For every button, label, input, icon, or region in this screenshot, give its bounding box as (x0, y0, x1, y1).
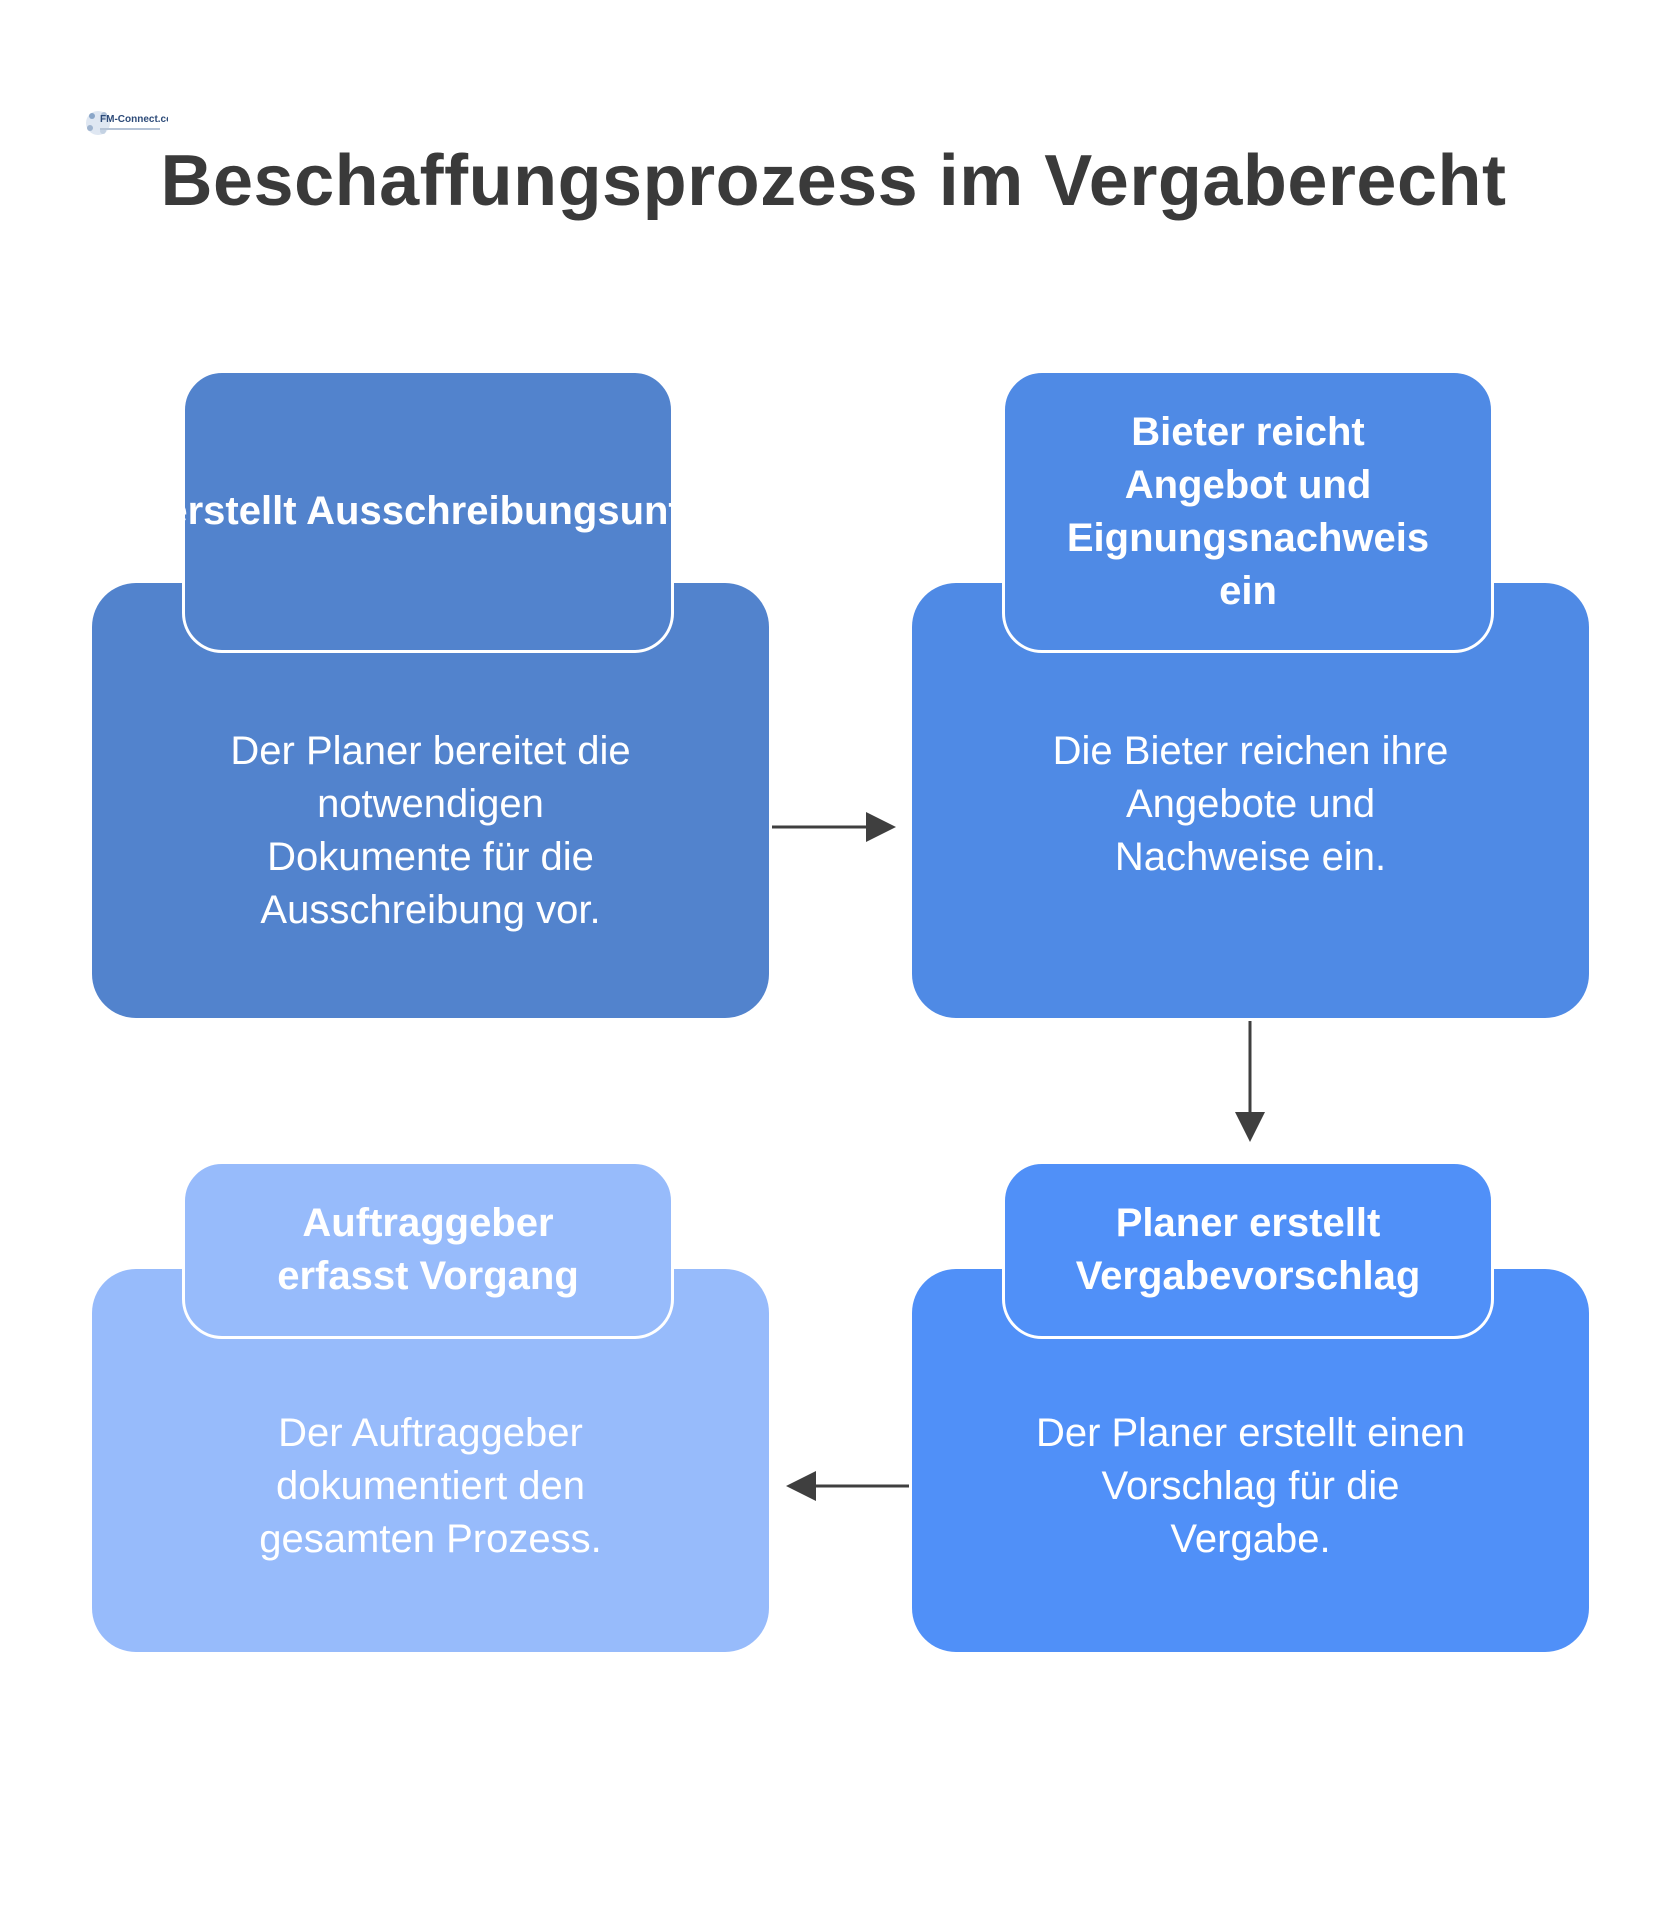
step-2-heading: Bieter reicht Angebot und Eignungsnachwe… (1066, 409, 1430, 613)
step-3-description: Der Planer erstellt einen Vorschlag für … (1035, 1411, 1466, 1561)
step-2-description: Die Bieter reichen ihre Angebote und Nac… (1052, 729, 1449, 879)
step-4-heading-tab: Auftraggeber erfasst Vorgang (182, 1161, 674, 1339)
step-2-heading-tab: Bieter reicht Angebot und Eignungsnachwe… (1002, 370, 1494, 653)
page-title: Beschaffungsprozess im Vergaberecht (160, 141, 1507, 221)
fm-connect-logo: FM-Connect.com (84, 104, 168, 142)
step-card-1: Der Planer bereitet die notwendigen Doku… (92, 583, 769, 1018)
logo-text: FM-Connect.com (100, 114, 168, 125)
step-3-heading-tab: Planer erstellt Vergabevorschlag (1002, 1161, 1494, 1339)
step-4-description: Der Auftraggeber dokumentiert den gesamt… (259, 1411, 602, 1561)
step-3-heading: Planer erstellt Vergabevorschlag (1075, 1201, 1421, 1298)
step-1-description: Der Planer bereitet die notwendigen Doku… (230, 729, 631, 932)
logo-graphic: FM-Connect.com (86, 111, 168, 135)
step-1-heading-tab: Planer erstellt Ausschreibungsunterlagen (182, 370, 674, 653)
step-card-2: Die Bieter reichen ihre Angebote und Nac… (912, 583, 1589, 1018)
step-4-heading: Auftraggeber erfasst Vorgang (277, 1201, 579, 1298)
step-1-heading: Planer erstellt Ausschreibungsunterlagen (185, 489, 671, 533)
